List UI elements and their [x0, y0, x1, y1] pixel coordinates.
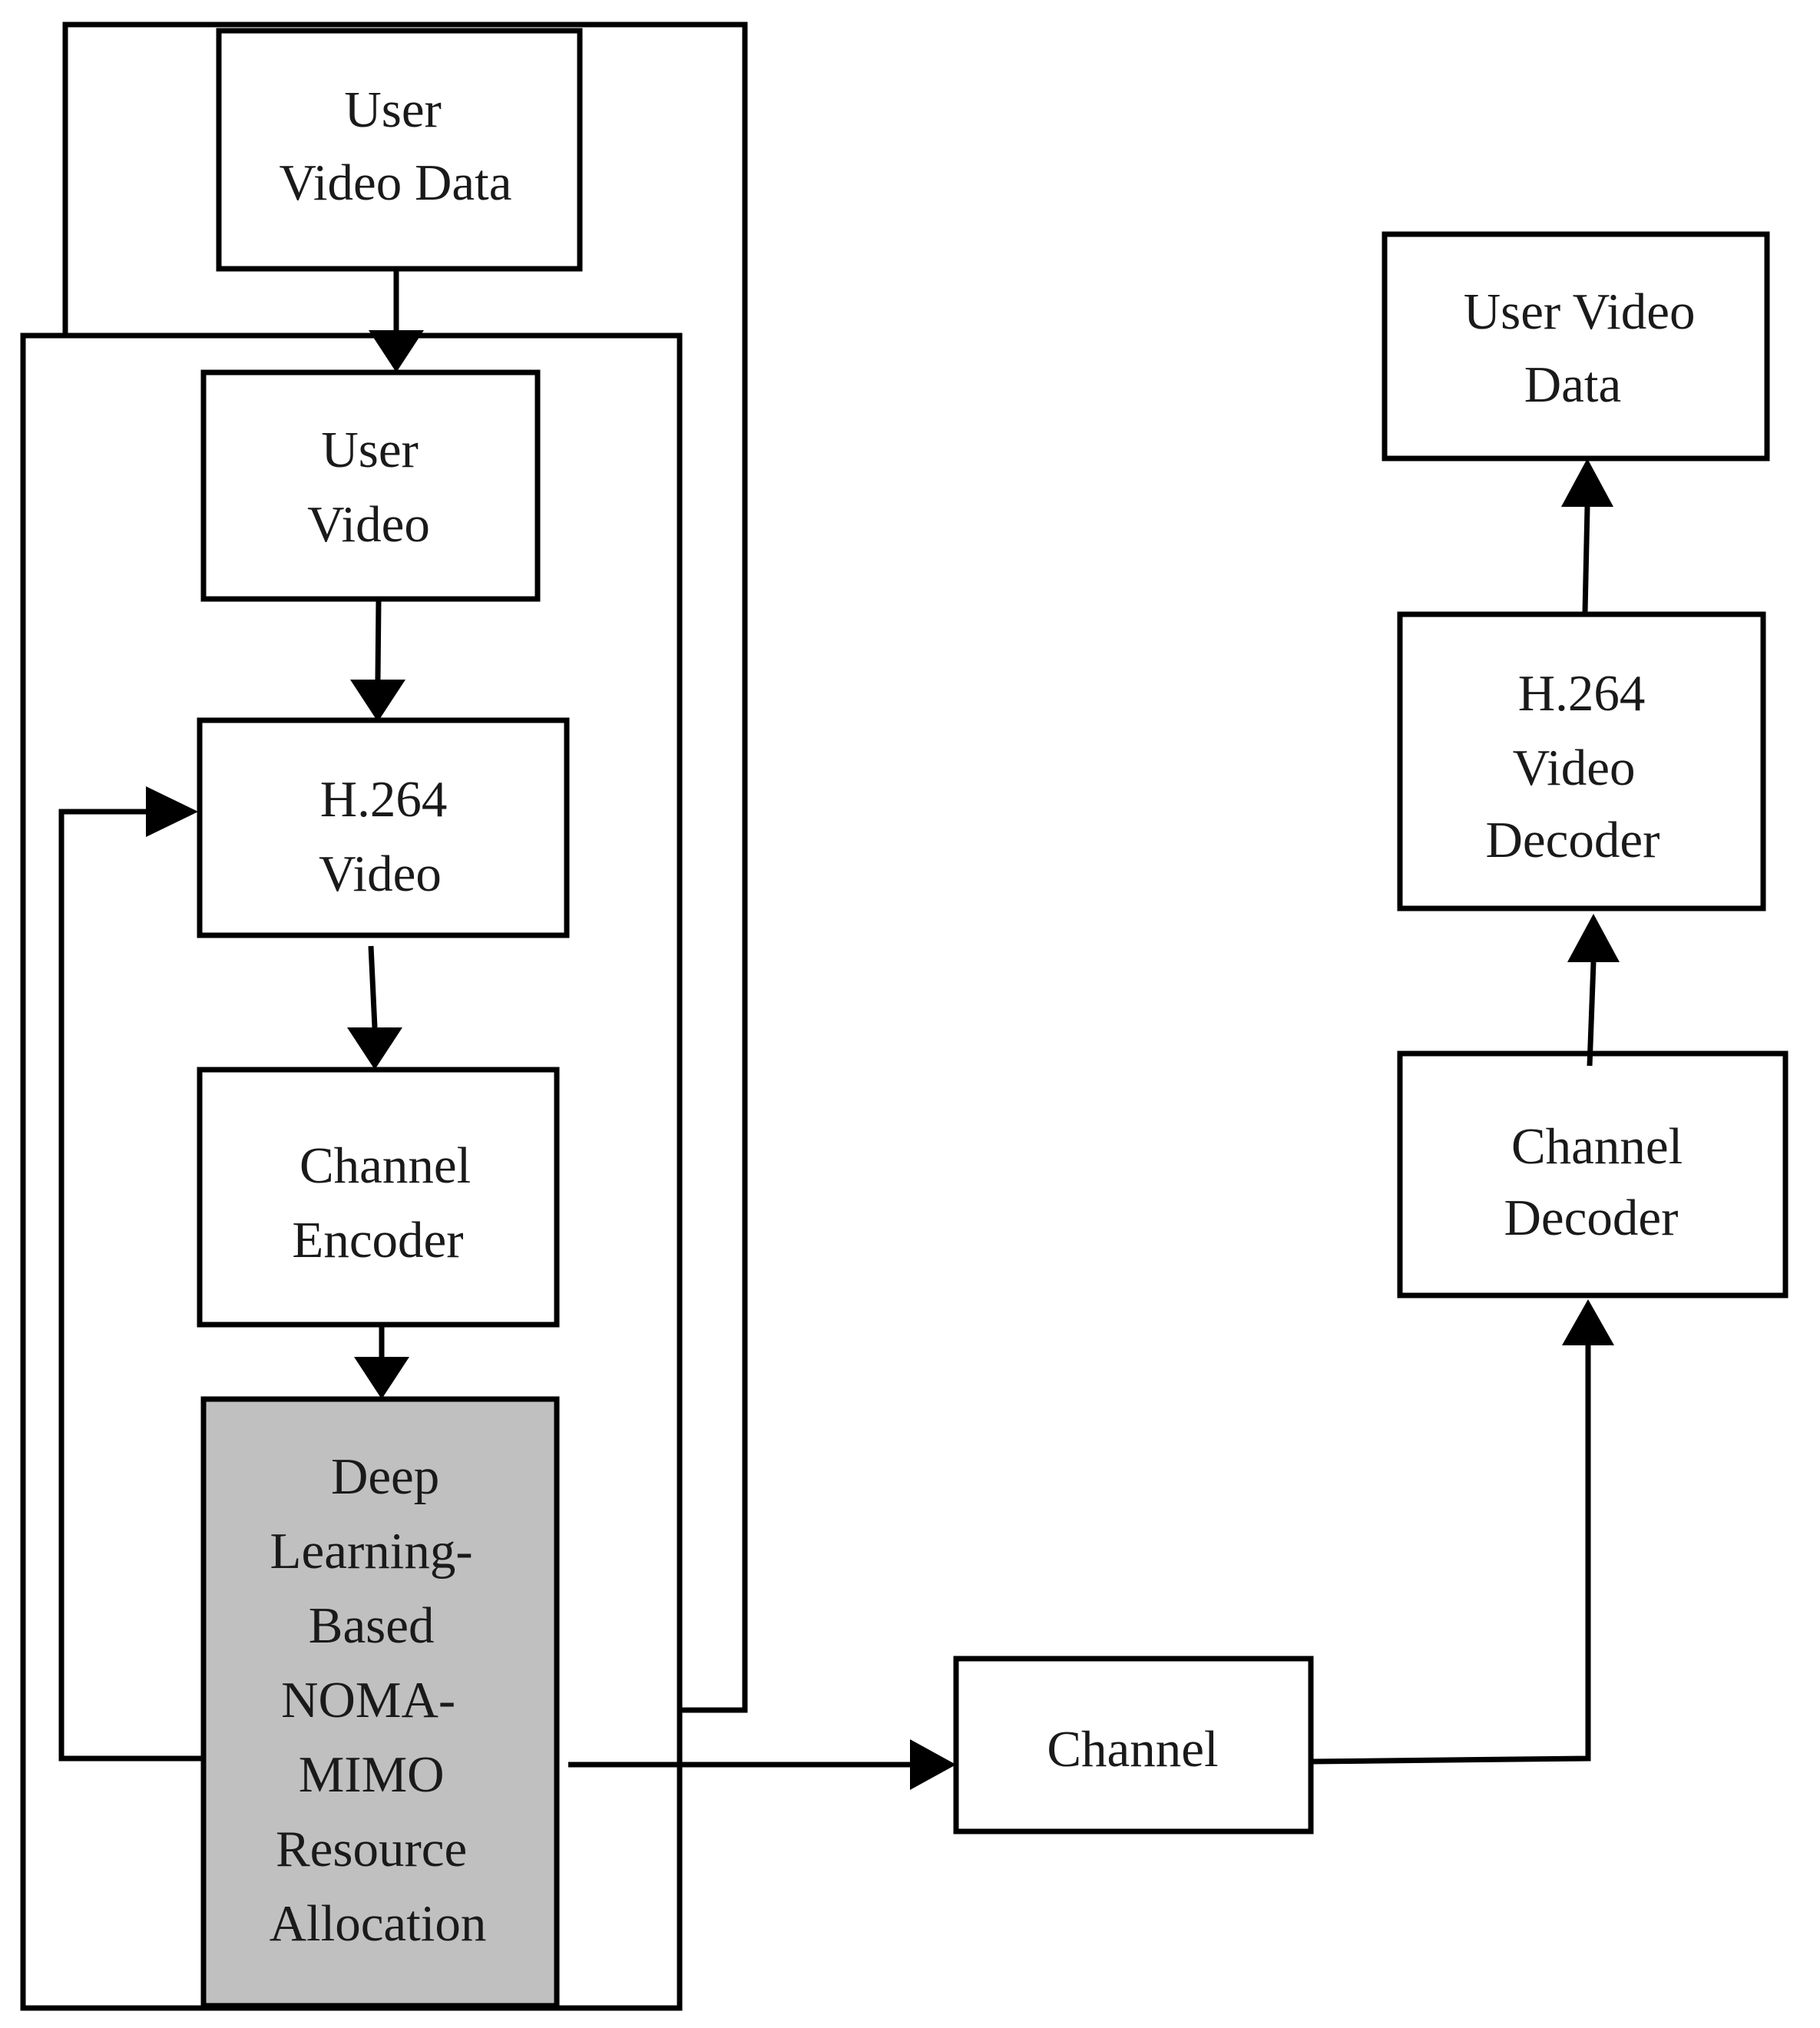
arrow-h264-video-to-channel-encoder: [347, 945, 402, 1070]
rx-channel-decoder-line-1: Channel: [1511, 1118, 1683, 1175]
tx-resource-allocation-line-4: NOMA-: [281, 1672, 455, 1729]
rx-channel-decoder-line-2: Decoder: [1504, 1189, 1679, 1246]
arrow-resource-allocation-to-channel: [568, 1739, 956, 1790]
tx-user-video-data-box: User Video Data: [216, 28, 583, 272]
rx-user-video-data-line-2: Data: [1524, 356, 1621, 413]
rx-h264-decoder-line-2: Video: [1513, 739, 1636, 796]
svg-text:User Video Data: User Video Data: [280, 81, 512, 211]
svg-text:Channel Decoder: Channel Decoder: [1504, 1118, 1696, 1246]
channel-label: Channel: [1047, 1721, 1218, 1778]
channel-box: Channel: [953, 1656, 1314, 1834]
tx-resource-allocation-line-2: Learning-: [270, 1523, 473, 1580]
svg-text:User Video Data: User Video Data: [1464, 283, 1709, 413]
arrow-channel-encoder-to-resource-allocation: [354, 1326, 409, 1399]
tx-resource-allocation-line-1: Deep: [331, 1448, 439, 1505]
arrow-user-video-data-to-user-video: [369, 270, 424, 372]
rx-h264-decoder-line-1: H.264: [1518, 665, 1646, 722]
rx-h264-video-decoder-box: H.264 Video Decoder: [1397, 611, 1766, 911]
tx-resource-allocation-line-3: Based: [309, 1597, 435, 1654]
svg-text:User Video: User Video: [307, 422, 431, 553]
tx-channel-encoder-line-2: Encoder: [292, 1212, 463, 1269]
rx-user-video-data-line-1: User Video: [1464, 283, 1696, 340]
feedback-outer-frame: [62, 22, 748, 1713]
rx-h264-decoder-line-3: Decoder: [1486, 812, 1660, 868]
arrow-channel-decoder-to-h264-decoder: [1567, 914, 1620, 1067]
rx-channel-decoder-box: Channel Decoder: [1397, 1050, 1789, 1299]
tx-user-video-data-line-2: Video Data: [280, 154, 512, 211]
tx-resource-allocation-line-5: MIMO: [299, 1746, 445, 1803]
svg-text:H.264 Video Decode: H.264 Video Decoder: [1486, 665, 1660, 868]
rx-user-video-data-box: User Video Data: [1382, 231, 1770, 462]
svg-text:Deep Learning- Bas: Deep Learning- Based NOMA- MIMO Resource…: [270, 1448, 487, 1952]
tx-channel-encoder-box: Channel Encoder: [197, 1067, 560, 1328]
tx-h264-video-line-2: Video: [319, 845, 442, 902]
tx-channel-encoder-line-1: Channel: [299, 1137, 471, 1194]
tx-resource-allocation-box: Deep Learning- Based NOMA- MIMO Resource…: [200, 1396, 560, 2009]
tx-user-video-box: User Video: [200, 369, 541, 602]
feedback-arrow-to-h264-video: [58, 786, 204, 1762]
tx-user-video-line-1: User: [321, 422, 419, 478]
tx-user-video-data-line-1: User: [344, 81, 442, 138]
arrow-user-video-to-h264-video: [350, 600, 405, 722]
arrow-h264-decoder-to-user-video-data: [1561, 458, 1613, 614]
tx-resource-allocation-line-7: Allocation: [270, 1895, 487, 1952]
tx-h264-video-line-1: H.264: [320, 771, 448, 828]
svg-text:H.264 Video: H.264 Video: [319, 771, 460, 902]
arrow-channel-to-channel-decoder: [1311, 1299, 1614, 1765]
svg-text:Channel: Channel: [1047, 1721, 1218, 1778]
tx-h264-video-box: H.264 Video: [197, 717, 570, 938]
svg-text:Channel Encoder: Channel Encoder: [292, 1137, 484, 1269]
tx-resource-allocation-line-6: Resource: [276, 1821, 467, 1877]
tx-user-video-line-2: Video: [307, 496, 430, 553]
